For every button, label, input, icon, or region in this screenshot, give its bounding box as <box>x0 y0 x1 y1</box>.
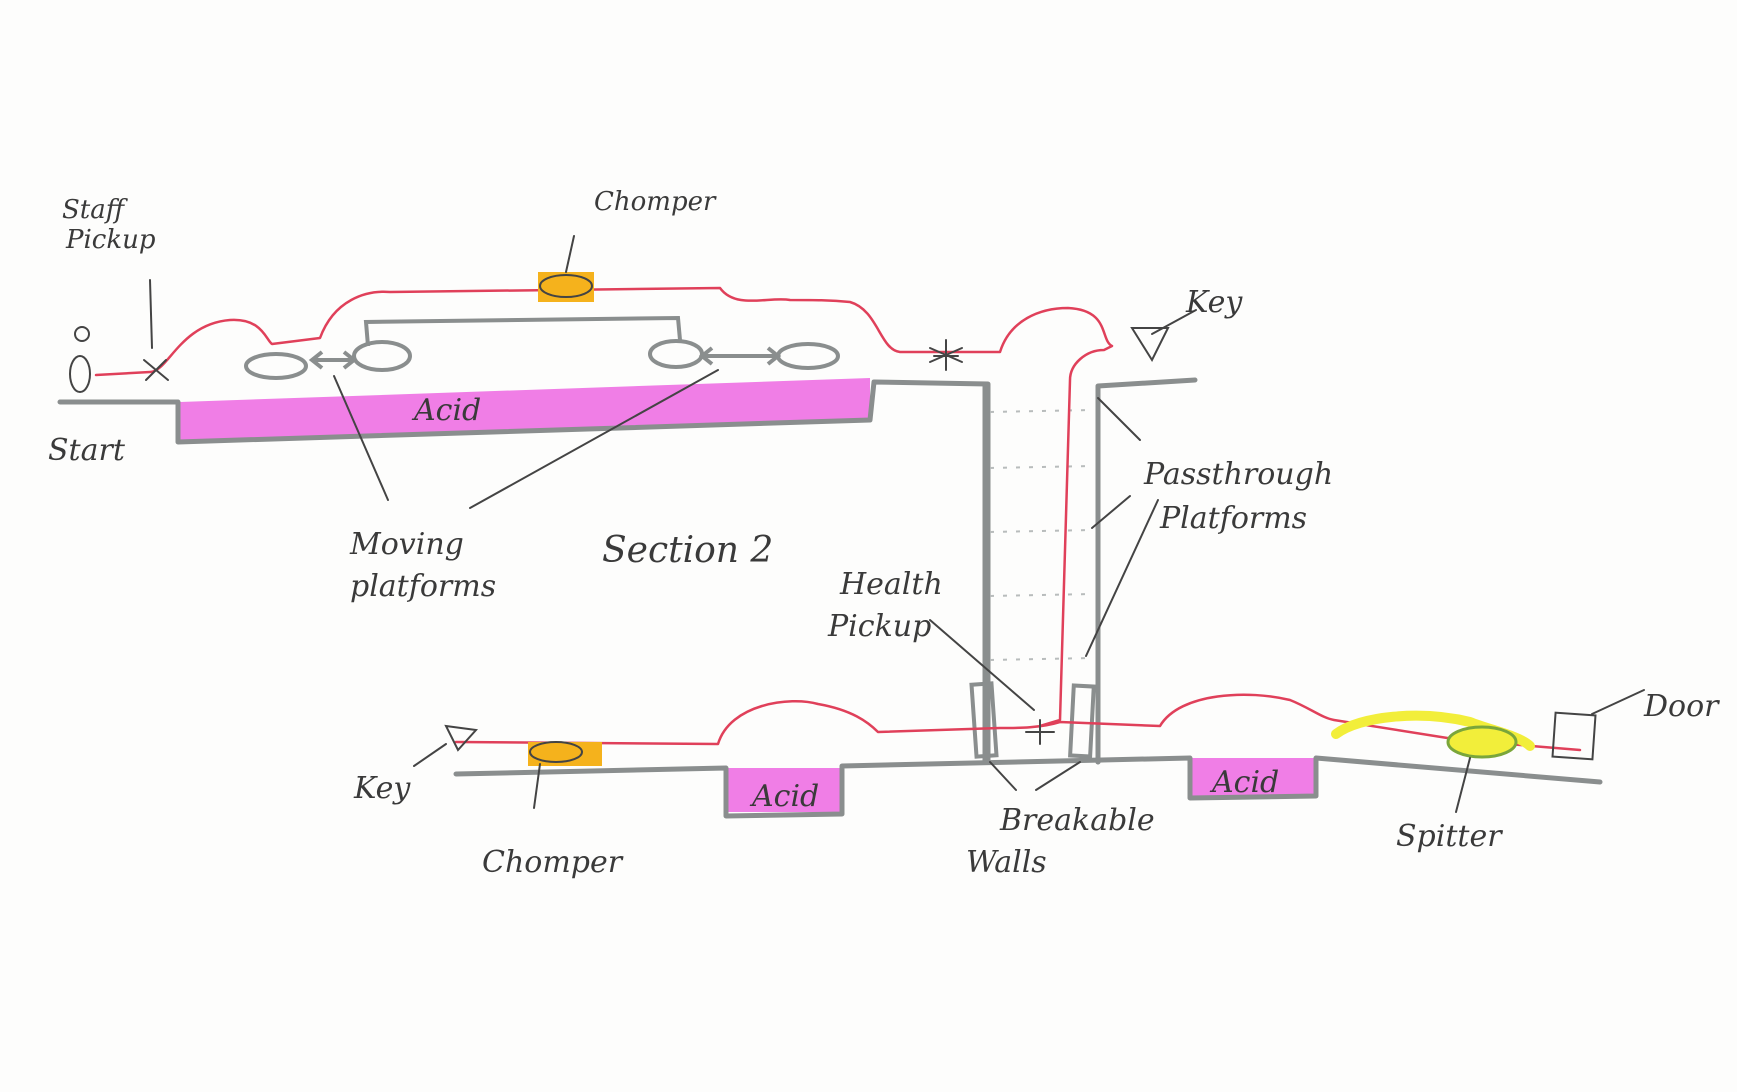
passthrough-platform-3 <box>990 530 1094 532</box>
door-icon <box>1553 713 1596 760</box>
acid-top-label: Acid <box>411 393 481 428</box>
leader-spitter <box>1456 758 1470 812</box>
staff-pickup-icon <box>144 360 168 380</box>
leader-breakable-2 <box>1036 762 1080 790</box>
leader-breakable-1 <box>990 762 1016 790</box>
leader-door <box>1592 690 1644 714</box>
leader-passthrough-1 <box>1098 398 1140 440</box>
leader-staff-pickup <box>150 280 152 348</box>
spitter-body <box>1448 727 1516 757</box>
chomper-top-label: Chomper <box>594 187 717 217</box>
leader-health-pickup <box>930 620 1034 710</box>
leader-chomper-top <box>566 236 574 272</box>
chomper-bottom-label: Chomper <box>482 845 624 880</box>
moving-platform-arrow-left <box>312 352 354 368</box>
door-label: Door <box>1643 689 1720 724</box>
breakable-wall-right <box>1070 686 1094 757</box>
passthrough-label-line1: Passthrough <box>1143 457 1333 492</box>
spitter-label: Spitter <box>1396 819 1503 854</box>
key-top-icon <box>1132 328 1168 360</box>
moving-platform-track <box>366 318 680 346</box>
moving-platform-3 <box>650 341 702 367</box>
ground-top-right <box>1098 380 1195 762</box>
key-bottom-label: Key <box>353 771 411 806</box>
passthrough-platform-5 <box>990 658 1094 660</box>
passthrough-platform-2 <box>990 466 1094 468</box>
health-pickup-label-line1: Health <box>839 567 943 602</box>
breakable-walls-label-line2: Walls <box>966 845 1047 880</box>
acid-right-label: Acid <box>1209 765 1279 800</box>
passthrough-platform-1 <box>990 410 1094 412</box>
start-label: Start <box>48 433 126 468</box>
player-path-top <box>96 288 1112 726</box>
staff-pickup-label-line2: Pickup <box>65 225 156 255</box>
section-label: Section 2 <box>602 530 773 571</box>
player-start-body <box>70 356 90 392</box>
staff-pickup-label-line1: Staff <box>62 195 129 225</box>
passthrough-platform-4 <box>990 594 1094 596</box>
moving-platform-4 <box>778 344 838 368</box>
breakable-walls-label-line1: Breakable <box>999 803 1155 838</box>
moving-platform-2 <box>354 342 410 370</box>
health-pickup-label-line2: Pickup <box>827 609 931 644</box>
moving-platform-1 <box>246 354 306 378</box>
key-bottom-icon <box>446 726 476 750</box>
acid-mid-label: Acid <box>749 779 819 814</box>
key-top-label: Key <box>1185 285 1243 320</box>
checkpoint-icon <box>930 340 962 370</box>
player-start-head <box>75 327 89 341</box>
moving-platforms-label-line2: platforms <box>350 569 496 604</box>
moving-platform-arrow-right <box>702 348 778 364</box>
passthrough-label-line2: Platforms <box>1159 501 1307 536</box>
player-path-bottom <box>456 695 1580 750</box>
moving-platforms-label-line1: Moving <box>349 527 464 562</box>
leader-key-bottom <box>414 744 446 766</box>
